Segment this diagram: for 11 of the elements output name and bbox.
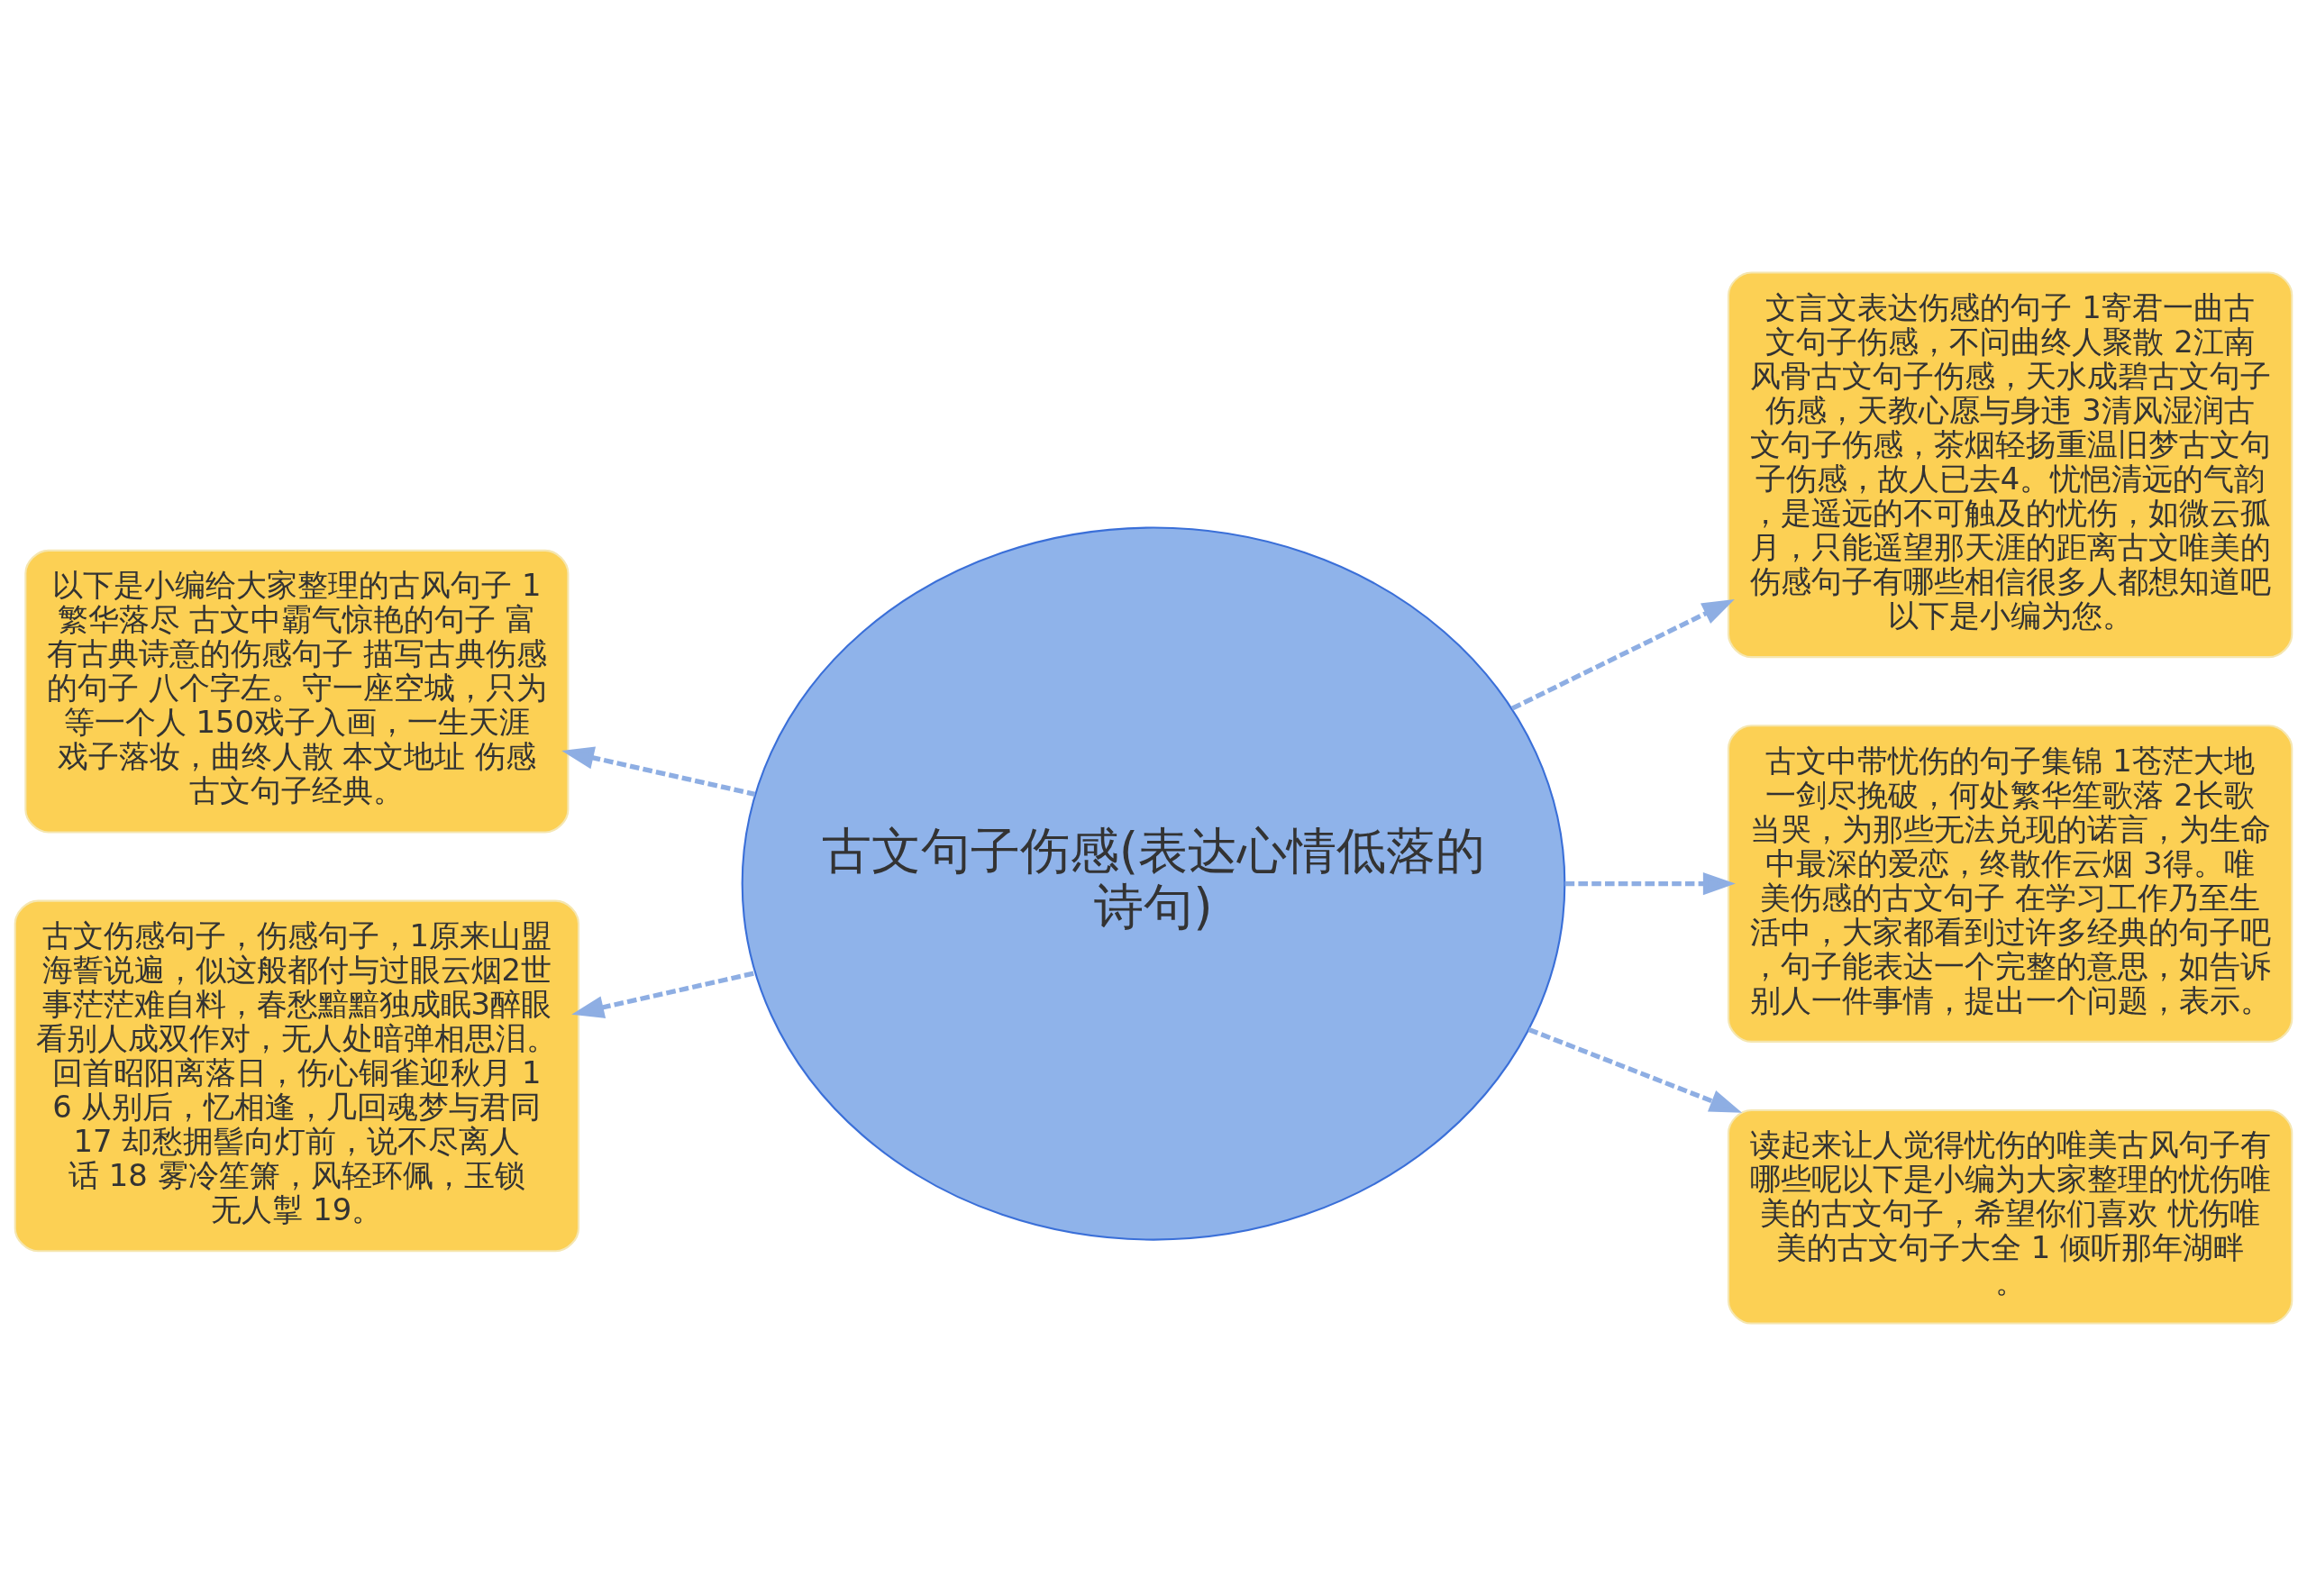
node-box: 读起来让人觉得忧伤的唯美古风句子有哪些呢以下是小编为大家整理的忧伤唯美的古文句子，希望你们喜欢 忧伤唯美的古文句子大全 1 倾听那年湖畔。 — [1727, 1108, 2293, 1325]
arrow — [571, 971, 756, 1019]
arrow — [1564, 871, 1736, 896]
arrow — [1527, 1027, 1743, 1113]
arrow — [1510, 598, 1735, 711]
arrow — [561, 746, 756, 797]
node-box: 古文中带忧伤的句子集锦 1苍茫大地一剑尽挽破，何处繁华笙歌落 2长歌当哭，为那些无法兑现的诺言，为生命中最深的爱恋，终散作云烟 3得。唯美伤感的古文句子 在学习工作乃至生活中，大家都看到过许多经典的句子吧，句子能表达一个完整的意思，如告诉别人一件事情，提出一个问题，表示。 — [1727, 725, 2293, 1043]
node-box: 古文伤感句子，伤感句子，1原来山盟海誓说遍，似这般都付与过眼云烟2世事茫茫难自料，春愁黯黯独成眠3醉眼看别人成双作对，无人处暗弹相思泪。回首昭阳离落日，伤心铜雀迎秋月 16 从别后，忆相逢，几回魂梦与君同 17 却愁拥髻向灯前，说不尽离人话 18 雾冷笙箫，风轻环佩，玉锁无人掣 19。 — [14, 899, 580, 1253]
node-box: 以下是小编给大家整理的古风句子 1繁华落尽 古文中霸气惊艳的句子 富有古典诗意的伤感句子 描写古典伤感的句子 八个字左。守一座空城，只为等一个人 150戏子入画，一生天涯戏子落妆，曲终人散 本文地址 伤感古文句子经典。 — [24, 549, 570, 834]
node-box: 文言文表达伤感的句子 1寄君一曲古文句子伤感，不问曲终人聚散 2江南风骨古文句子伤感，天水成碧古文句子伤感，天教心愿与身违 3清风湿润古文句子伤感，茶烟轻扬重温旧梦古文句子伤感，故人已去4。忧悒清远的气韵，是遥远的不可触及的忧伤，如微云孤月，只能遥望那天涯的距离古文唯美的伤感句子有哪些相信很多人都想知道吧以下是小编为您。 — [1727, 271, 2293, 659]
node-ellipse: 古文句子伤感(表达心情低落的诗句) — [741, 526, 1566, 1241]
